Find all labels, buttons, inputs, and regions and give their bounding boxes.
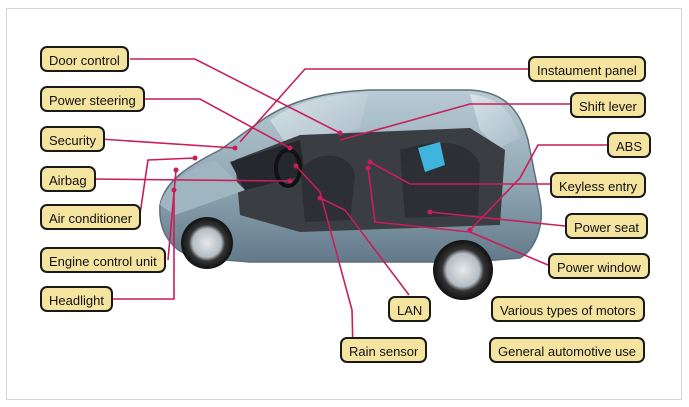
label-power-seat: Power seat bbox=[565, 213, 649, 239]
dashboard bbox=[230, 140, 305, 190]
line-window bbox=[367, 167, 549, 266]
line-headlight bbox=[112, 190, 175, 300]
line-instrument bbox=[239, 68, 528, 143]
label-lan: LAN bbox=[388, 296, 432, 322]
leader-lines bbox=[89, 58, 607, 351]
front-wheel bbox=[181, 217, 233, 269]
label-headlight: Headlight bbox=[40, 286, 113, 312]
rear-seat bbox=[400, 142, 480, 218]
line-ecu bbox=[167, 169, 177, 261]
line-door bbox=[130, 58, 341, 134]
label-airbag: Airbag bbox=[40, 166, 96, 192]
label-abs: ABS bbox=[607, 132, 652, 158]
line-seat bbox=[429, 211, 566, 227]
line-security bbox=[99, 138, 236, 149]
steering-wheel bbox=[274, 148, 302, 188]
label-engine-control-unit: Engine control unit bbox=[40, 247, 166, 273]
label-power-window: Power window bbox=[548, 253, 650, 279]
label-door-control: Door control bbox=[40, 46, 129, 72]
label-general-automotive: General automotive use bbox=[489, 337, 646, 363]
cushion bbox=[418, 142, 445, 172]
line-shift bbox=[339, 103, 570, 141]
rear-glass bbox=[470, 94, 520, 148]
label-air-conditioner: Air conditioner bbox=[40, 204, 142, 230]
label-various-motors: Various types of motors bbox=[491, 296, 645, 322]
line-steering bbox=[141, 98, 291, 149]
line-abs bbox=[469, 144, 607, 231]
rear-wheel bbox=[433, 240, 493, 300]
label-keyless-entry: Keyless entry bbox=[550, 172, 647, 198]
front-seat bbox=[300, 155, 355, 222]
label-shift-lever: Shift lever bbox=[570, 92, 646, 118]
line-airbag bbox=[89, 178, 291, 182]
label-security: Security bbox=[40, 126, 105, 152]
label-power-steering: Power steering bbox=[40, 86, 145, 112]
label-instrument-panel: Instaument panel bbox=[528, 56, 646, 82]
line-aircon bbox=[139, 157, 196, 215]
label-rain-sensor: Rain sensor bbox=[340, 337, 428, 363]
line-keyless bbox=[369, 161, 550, 185]
leader-dots bbox=[171, 130, 473, 233]
line-rain bbox=[295, 165, 354, 351]
line-lan bbox=[319, 197, 410, 296]
hood bbox=[160, 160, 245, 215]
